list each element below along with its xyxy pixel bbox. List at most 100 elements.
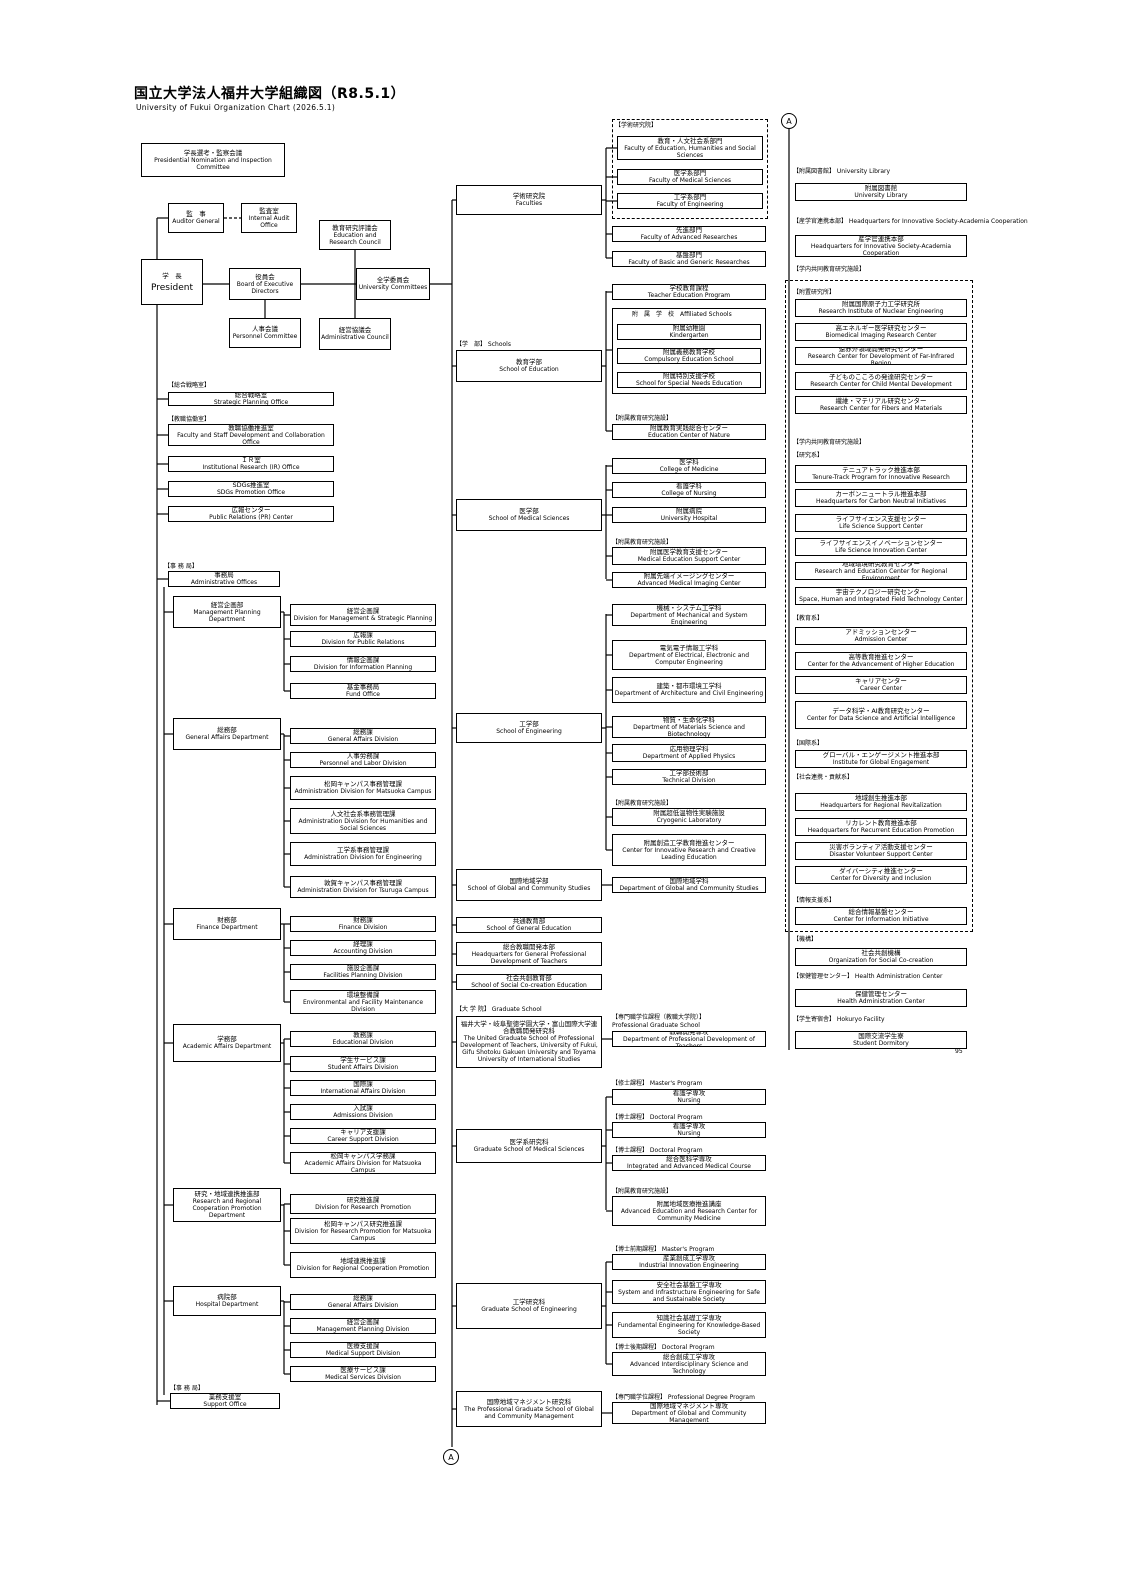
unit-name-ja: 共通教育部 (512, 917, 546, 925)
unit-name-ja: 工学部技術部 (669, 769, 709, 777)
unit-name-ja: 附属先端イメージングセンター (643, 572, 735, 580)
unit-name-ja: 財務課 (353, 916, 373, 924)
unit-name-ja: 医学部 (519, 507, 539, 515)
unit-name-en: Division for Information Planning (313, 664, 413, 671)
unit-name-ja: 学術研究院 (512, 192, 546, 200)
unit-name-ja: 医学系部門 (673, 169, 707, 177)
unit-name-en: Headquarters for General Professional De… (471, 950, 587, 965)
unit-name-en: University Hospital (660, 515, 718, 522)
unit-name-ja: 業務支援室 (208, 1393, 242, 1401)
unit-name-en: School of General Education (486, 925, 572, 932)
unit-name-ja: 経営協議会 (338, 326, 372, 334)
unit-name-en: Life Science Innovation Center (835, 547, 927, 554)
unit-name-en: Nursing (677, 1130, 701, 1137)
unit-name-en: System and Infrastructure Engineering fo… (618, 1288, 760, 1303)
unit-name-ja: ライフサイエンスイノベーションセンター (819, 539, 943, 547)
section-label: 附 属 学 校 Affiliated Schools (632, 311, 732, 318)
unit-name-en: Support Office (203, 1401, 247, 1408)
unit-name-en: Nursing (677, 1097, 701, 1104)
unit-name-ja: 附属義務教育学校 (663, 348, 715, 356)
unit-name-ja: 看護学科 (676, 482, 702, 490)
unit-name-en: Faculty of Education, Humanities and Soc… (624, 144, 756, 159)
unit-name-en: Personnel Committee (232, 333, 298, 340)
unit-name-ja: 宇宙テクノロジー研究センター (835, 588, 927, 596)
unit-name-ja: 産業創成工学専攻 (663, 1254, 715, 1262)
unit-name-ja: 事務局 (214, 571, 234, 579)
unit-name-ja: 医療支援課 (346, 1342, 380, 1350)
unit-name-ja: 附属国際原子力工学研究所 (842, 300, 920, 308)
unit-name-en: College of Medicine (659, 466, 719, 473)
section-label: 【附属図書館】 University Library (793, 168, 891, 175)
unit-name-ja: 総合創成工学専攻 (663, 1352, 715, 1361)
dashed-group-frame (785, 280, 973, 932)
unit-name-en: Health Administration Center (837, 998, 925, 1005)
unit-name-ja: ダイバーシティ推進センター (839, 867, 923, 875)
unit-name-ja: カーボンニュートラル推進本部 (835, 490, 927, 498)
unit-name-ja: 施設企画課 (346, 964, 380, 972)
unit-name-ja: 知識社会基礎工学専攻 (656, 1313, 722, 1322)
unit-name-en: Center for the Advancement of Higher Edu… (807, 661, 955, 668)
unit-name-en: Center for Information Initiative (833, 916, 929, 923)
unit-name-en: Academic Affairs Division for Matsuoka C… (304, 1159, 422, 1174)
unit-name-ja: 附属幼稚園 (672, 324, 706, 332)
unit-name-ja: 人事会議 (252, 325, 278, 333)
unit-name-en: School of Global and Community Studies (467, 885, 591, 892)
unit-name-ja: 研究・地域連携推進部 (194, 1190, 260, 1198)
section-label: 【博士課程】 Doctoral Program (612, 1114, 703, 1121)
section-label: 【専門職学位課程】 Professional Degree Program (612, 1394, 755, 1401)
unit-name-en: Fund Office (346, 691, 380, 698)
unit-name-ja: 国際地域学科 (669, 877, 709, 885)
unit-name-en: Department of Professional Development o… (623, 1035, 755, 1047)
unit-name-en: Environmental and Facility Maintenance D… (302, 998, 424, 1013)
section-label: 【機構】 (793, 936, 818, 943)
unit-name-ja: 教育・人文社会系部門 (657, 136, 723, 145)
section-label: Professional Graduate School (612, 1022, 700, 1029)
unit-name-ja: 監 事 (186, 210, 206, 218)
unit-name-en: Headquarters for Innovative Society-Acad… (810, 242, 952, 257)
unit-name-en: Department of Global and Community Studi… (619, 885, 759, 892)
unit-name-en: Research Center for Child Mental Develop… (810, 381, 952, 388)
unit-name-ja: 経営企画部 (210, 600, 244, 609)
unit-name-ja: 広報センター (231, 506, 271, 514)
unit-name-ja: 情報企画課 (346, 656, 380, 664)
unit-name-ja: 経営企画課 (346, 607, 380, 615)
unit-name-ja: キャリアセンター (855, 677, 907, 685)
unit-name-ja: 社会共創機構 (861, 949, 901, 957)
